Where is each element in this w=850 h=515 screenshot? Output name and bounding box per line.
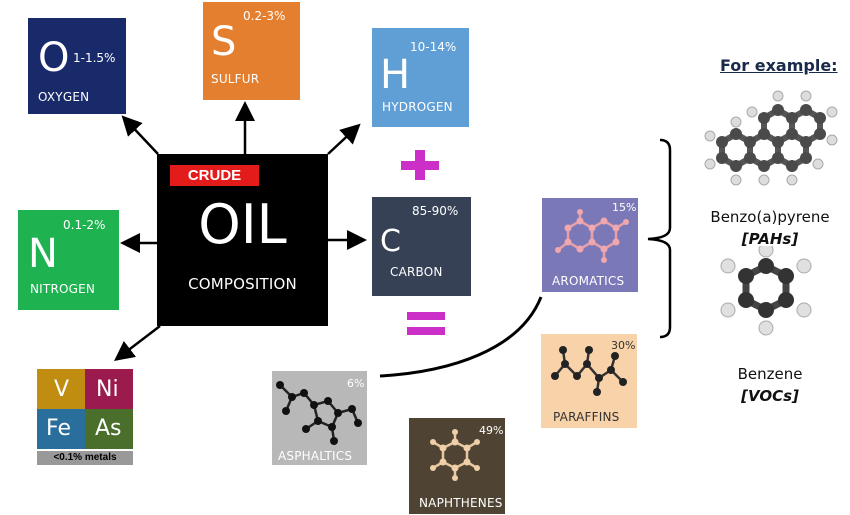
arrow-to-metals [114, 325, 161, 362]
bracket [647, 138, 672, 339]
benzene-molecule-icon [720, 246, 812, 336]
naphthenes-percent: 49% [479, 424, 504, 437]
nitrogen-name: NITROGEN [30, 282, 96, 296]
carbon-tile: C 85-90% CARBON [372, 197, 471, 296]
arrow-to-oxygen [121, 115, 159, 155]
hydrogen-name: HYDROGEN [382, 100, 453, 114]
naphthenes-name: NAPHTHENES [419, 496, 503, 510]
nitrogen-tile: N 0.1-2% NITROGEN [18, 210, 119, 310]
arrow-to-hydrogen [327, 123, 361, 155]
benzene-class: [VOCs] [741, 387, 799, 405]
oxygen-symbol: O [38, 35, 70, 81]
crude-oil-box: CRUDE OIL COMPOSITION [157, 154, 328, 326]
paraffins-molecule-icon [551, 346, 627, 396]
crude-tag: CRUDE [170, 165, 259, 186]
hydrogen-tile: H 10-14% HYDROGEN [372, 28, 469, 127]
naphthenes-molecule-icon [430, 429, 480, 481]
sulfur-name: SULFUR [211, 72, 260, 86]
nitrogen-symbol: N [28, 231, 58, 277]
oxygen-name: OXYGEN [38, 90, 90, 104]
asphaltics-percent: 6% [347, 377, 365, 390]
paraffins-tile: 30% PARAFFINS [541, 334, 637, 428]
metal-as-cell: As [85, 409, 133, 449]
asphaltics-name: ASPHALTICS [278, 449, 353, 463]
oil-title: OIL [198, 193, 287, 256]
benzo-a-pyrene-name: Benzo(a)pyrene [710, 208, 830, 226]
curve-to-aromatics [379, 296, 543, 378]
asphaltics-molecule-icon [276, 381, 362, 445]
asphaltics-tile: 6% ASPHALTICS [272, 371, 367, 465]
sulfur-tile: S 0.2-3% SULFUR [203, 2, 300, 100]
examples-heading: For example: [720, 56, 838, 75]
paraffins-name: PARAFFINS [553, 410, 620, 424]
nitrogen-percent: 0.1-2% [63, 218, 106, 232]
plus-vertical [415, 150, 425, 180]
metals-label: <0.1% metals [37, 451, 133, 465]
metal-v-cell: V [37, 369, 85, 409]
benzene-name: Benzene [737, 365, 803, 383]
hydrogen-symbol: H [380, 52, 411, 98]
sulfur-percent: 0.2-3% [243, 9, 286, 23]
metal-ni-symbol: Ni [96, 377, 119, 402]
metal-ni-cell: Ni [85, 369, 133, 409]
carbon-name: CARBON [390, 265, 443, 279]
metal-fe-cell: Fe [37, 409, 85, 449]
benzo-a-pyrene-molecule-icon [704, 90, 838, 186]
equals-top-bar [407, 312, 445, 320]
carbon-percent: 85-90% [412, 204, 459, 218]
carbon-symbol: C [380, 224, 401, 259]
metal-fe-symbol: Fe [46, 416, 71, 441]
equals-bottom-bar [407, 327, 445, 335]
metal-v-symbol: V [54, 377, 70, 402]
hydrogen-percent: 10-14% [410, 40, 457, 54]
aromatics-name: AROMATICS [552, 274, 625, 288]
sulfur-symbol: S [211, 19, 237, 65]
oxygen-tile: O 1-1.5% OXYGEN [28, 18, 126, 114]
aromatics-molecule-icon [555, 209, 629, 263]
paraffins-percent: 30% [611, 339, 636, 352]
benzo-a-pyrene-class: [PAHs] [741, 230, 799, 248]
oxygen-percent: 1-1.5% [73, 51, 116, 65]
composition-label: COMPOSITION [188, 275, 297, 293]
plus-sign [401, 150, 439, 180]
naphthenes-tile: 49% NAPHTHENES [409, 418, 505, 514]
equals-sign [407, 312, 445, 335]
aromatics-tile: 15% AROMATICS [542, 198, 638, 292]
metals-grid: V Ni Fe As <0.1% metals [37, 369, 133, 465]
aromatics-percent: 15% [612, 201, 637, 214]
metal-as-symbol: As [95, 416, 122, 441]
